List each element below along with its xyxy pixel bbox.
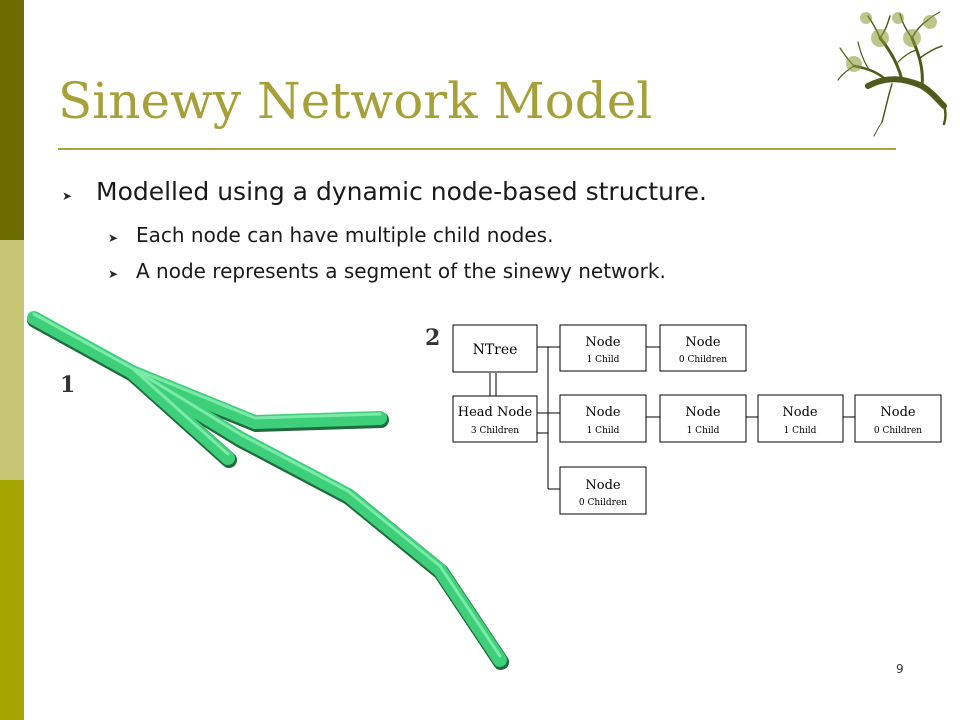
node-label: Node [685, 335, 721, 350]
sidebar-band-dark [0, 0, 24, 240]
node-children: 1 Child [587, 355, 620, 365]
bullet-sub-2-text: A node represents a segment of the sinew… [136, 259, 666, 283]
node-children: 0 Children [579, 498, 627, 508]
bullet-main-text: Modelled using a dynamic node-based stru… [96, 177, 707, 206]
head-node-children: 3 Children [471, 426, 519, 436]
slide-title: Sinewy Network Model [58, 72, 653, 130]
arrow-bullet-icon: ➤ [62, 189, 73, 203]
bullet-main: ➤ Modelled using a dynamic node-based str… [62, 177, 707, 206]
tree-logo-icon [837, 11, 947, 137]
arrow-bullet-icon: ➤ [108, 267, 119, 281]
node-label: Node [782, 405, 818, 420]
node-children: 0 Children [679, 355, 727, 365]
ntree-label: NTree [473, 342, 518, 358]
title-divider [58, 148, 896, 150]
node-label: Node [685, 405, 721, 420]
bullet-sub-1-text: Each node can have multiple child nodes. [136, 223, 554, 247]
node-children: 1 Child [687, 426, 720, 436]
arrow-bullet-icon: ➤ [108, 231, 119, 245]
node-label: Node [585, 405, 621, 420]
node-label: Node [880, 405, 916, 420]
node-label: Node [585, 335, 621, 350]
node-children: 1 Child [587, 426, 620, 436]
figure-label-2: 2 [425, 325, 441, 351]
head-node-label: Head Node [458, 405, 533, 420]
figure-label-1: 1 [60, 372, 76, 398]
node-children: 1 Child [784, 426, 817, 436]
sidebar-band-mid [0, 480, 24, 720]
node-children: 0 Children [874, 426, 922, 436]
sidebar-stripe [0, 0, 24, 720]
bullet-sub-2: ➤ A node represents a segment of the sine… [108, 259, 666, 283]
bullet-sub-1: ➤ Each node can have multiple child nodes… [108, 223, 553, 247]
node-label: Node [585, 478, 621, 493]
page-number: 9 [896, 662, 904, 676]
sidebar-band-light [0, 240, 24, 480]
